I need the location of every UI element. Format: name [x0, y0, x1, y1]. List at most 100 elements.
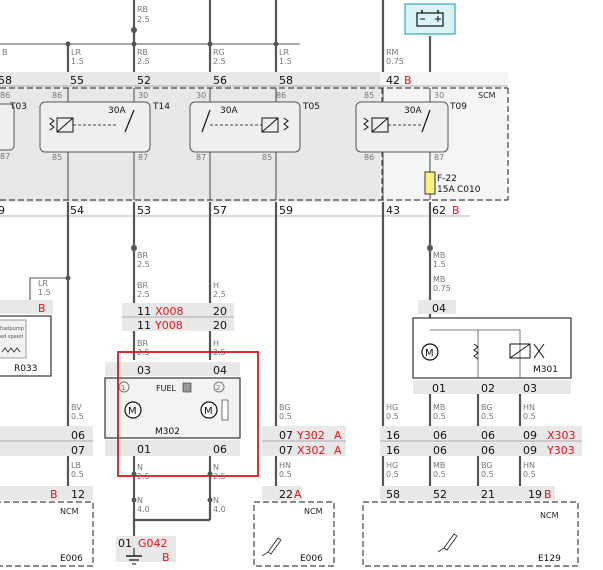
m301-pin-bottom: 03 — [523, 382, 537, 395]
fuse-rating: 15A — [437, 185, 455, 195]
relay-t14-label: T14 — [152, 102, 170, 112]
wire-label-rm: RM — [386, 48, 399, 57]
wire-label-rb: RB — [137, 48, 148, 57]
x303-pin: 06 — [433, 429, 447, 442]
relay-t09-pin: 85 — [364, 91, 374, 100]
scm-bottom-pin: 53 — [137, 204, 151, 217]
left-mid-pin: 07 — [71, 444, 85, 457]
wire-label-mb-low: MB — [433, 461, 445, 470]
wire-gauge-hg-low: 0.5 — [386, 470, 399, 479]
scm-top-pin: 52 — [137, 74, 151, 87]
wire-label-hn-right: HN — [523, 403, 535, 412]
m302-motor-icon-right: M — [204, 406, 213, 417]
relay-t05-pin: 30 — [196, 91, 206, 100]
y302-pin: 07 — [279, 429, 293, 442]
scm-bottom-pin: 59 — [279, 204, 293, 217]
wire-gauge-br1: 2.5 — [137, 260, 150, 269]
module-e006-mid — [253, 486, 335, 567]
wire-gauge-rg: 2.5 — [213, 57, 226, 66]
connector-left-mid — [0, 426, 93, 456]
connector-x008-y008 — [122, 303, 234, 331]
e129-pin: 19 — [528, 488, 542, 501]
relay-t05-pin: 87 — [196, 153, 206, 162]
x008-pin-left: 11 — [137, 305, 151, 318]
m302-pin-top: 03 — [137, 364, 151, 377]
m302-pin-bottom: 01 — [137, 443, 151, 456]
battery-icon — [404, 3, 456, 35]
wire-gauge-rb: 2.5 — [137, 57, 150, 66]
relay-t03-label: T03 — [9, 102, 27, 112]
m301-pin-bottom: 02 — [481, 382, 495, 395]
wire-label-h1: H — [213, 281, 219, 290]
e006-mid-label: E006 — [300, 554, 323, 564]
e006-mid-pin: 22 — [279, 488, 293, 501]
wire-gauge-rb-top: 2.5 — [137, 15, 150, 24]
wire-label-mb1: MB — [433, 251, 445, 260]
x008-label: X008 — [155, 305, 184, 318]
lower-wires — [131, 394, 522, 536]
module-e006-left — [0, 486, 94, 567]
r033-label-line2: ed speed — [0, 334, 23, 340]
wire-gauge-n3: 4.0 — [137, 505, 150, 514]
y008-pin-left: 11 — [137, 319, 151, 332]
m301-motor-icon: M — [425, 348, 434, 359]
wire-label-n2: N — [213, 463, 219, 472]
relay-t05 — [189, 101, 301, 153]
relay-t14 — [39, 101, 151, 153]
scm-bottom-pin: 43 — [386, 204, 400, 217]
wire-label-mb: MB — [433, 403, 445, 412]
e129-label: E129 — [538, 554, 561, 564]
r033-pin-suffix: B — [38, 302, 46, 315]
relay-t14-pin: 30 — [138, 91, 148, 100]
scm-bottom-pin: 54 — [70, 204, 84, 217]
y302-label: Y302 — [296, 429, 325, 442]
y303-pin: 06 — [433, 444, 447, 457]
y008-label: Y008 — [154, 319, 183, 332]
scm-top-pin: 58 — [279, 74, 293, 87]
scm-bottom-pin: 9 — [0, 204, 5, 217]
relay-t09-pin: 30 — [434, 91, 444, 100]
scm-top-pin-suffix: B — [404, 74, 412, 87]
wire-label-hn-low: HN — [523, 461, 535, 470]
wire-label-lr: LR — [71, 48, 81, 57]
x303-pin: 16 — [386, 429, 400, 442]
relay-t03-pin: 86 — [0, 91, 10, 100]
wire-gauge-hn-low: 0.5 — [523, 470, 536, 479]
relay-t14-pin: 87 — [138, 153, 148, 162]
wire-gauge-bv: 0.5 — [71, 412, 84, 421]
module-m301 — [412, 300, 572, 394]
m302-pin-bottom: 06 — [213, 443, 227, 456]
x302-suffix: A — [334, 444, 342, 457]
wire-gauge-mb1: 1.5 — [433, 260, 446, 269]
wire-label-bg: BG — [279, 403, 291, 412]
relay-t09-pin: 86 — [364, 153, 374, 162]
x008-pin-right: 20 — [213, 305, 227, 318]
wire-gauge-bg: 0.5 — [279, 412, 292, 421]
connector-x303-y303 — [380, 426, 582, 456]
m302-marker: 1 — [121, 384, 125, 392]
highlight-box — [117, 351, 259, 477]
wire-label-n1: N — [137, 463, 143, 472]
scm-top-pin: 56 — [213, 74, 227, 87]
x302-pin: 07 — [279, 444, 293, 457]
wire-label-hg-low: HG — [386, 461, 398, 470]
top-wire-bus — [0, 0, 432, 72]
relay-t09 — [355, 101, 449, 153]
module-m302 — [104, 362, 241, 456]
scm-bottom-pin: 62 — [432, 204, 446, 217]
x302-label: X302 — [297, 444, 326, 457]
module-e129 — [362, 486, 579, 567]
e006-mid-suffix: A — [294, 488, 302, 501]
wire-gauge-lr-2: 1.5 — [279, 57, 292, 66]
wire-label-lr-2: LR — [279, 48, 289, 57]
x303-pin: 06 — [481, 429, 495, 442]
relay-t14-rating: 30A — [108, 106, 126, 116]
scm-bottom-pin-suffix: B — [452, 204, 460, 217]
e006-left-pin-suffix: B — [50, 488, 58, 501]
wire-label-bg-right: BG — [481, 403, 493, 412]
wire-gauge-hn-right: 0.5 — [523, 412, 536, 421]
ncm-label-right: NCM — [540, 511, 559, 520]
relay-t14-pin: 86 — [52, 91, 62, 100]
g042-pin: 01 — [118, 537, 132, 550]
relay-t14-pin: 85 — [52, 153, 62, 162]
